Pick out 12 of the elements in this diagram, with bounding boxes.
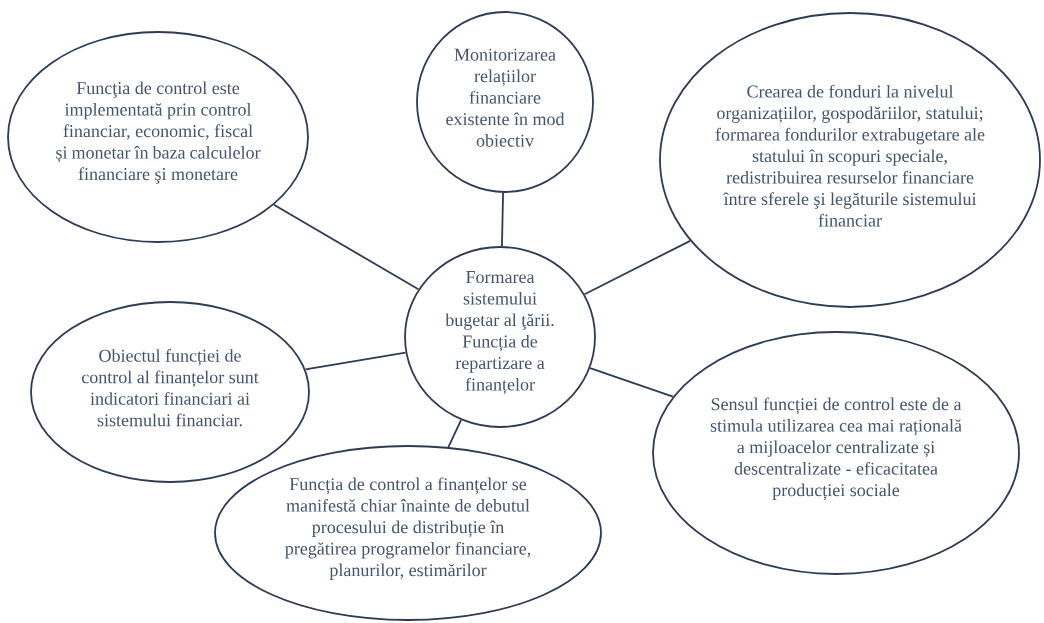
ellipse-node: Crearea de fonduri la nivelul organizațiilor, gospodăriilor, statului; formarea fondurilor extrabugetare ale statului în scopuri speciale, redistribuirea resurselor financiare între sferele şi legăturile sistemului financiar — [659, 12, 1041, 308]
connector-line — [273, 203, 420, 291]
ellipse-node: Sensul funcției de control este de a stimula utilizarea cea mai rațională a mijloacelor centralizate și descentralizate - eficacitatea producției sociale — [652, 331, 1020, 575]
ellipse-node: Monitorizarea relațiilor financiare existente în mod obiectiv — [416, 11, 594, 193]
connector-line — [304, 351, 407, 371]
ellipse-node: Funcţia de control este implementată prin control financiar, economic, fiscal și monetar în baza calculelor financiare şi monetare — [7, 31, 309, 243]
ellipse-node: Funcția de control a finanțelor se manifestă chiar înainte de debutul procesului de distribuție în pregătirea programelor financiare, planurilor, estimărilor — [214, 445, 602, 621]
connector-line — [447, 419, 462, 448]
connector-line — [501, 191, 504, 247]
connector-line — [583, 239, 692, 296]
ellipse-node: Formarea sistemului bugetar al ţării. Funcția de repartizare a finanțelor — [404, 246, 596, 428]
connector-line — [589, 367, 674, 398]
